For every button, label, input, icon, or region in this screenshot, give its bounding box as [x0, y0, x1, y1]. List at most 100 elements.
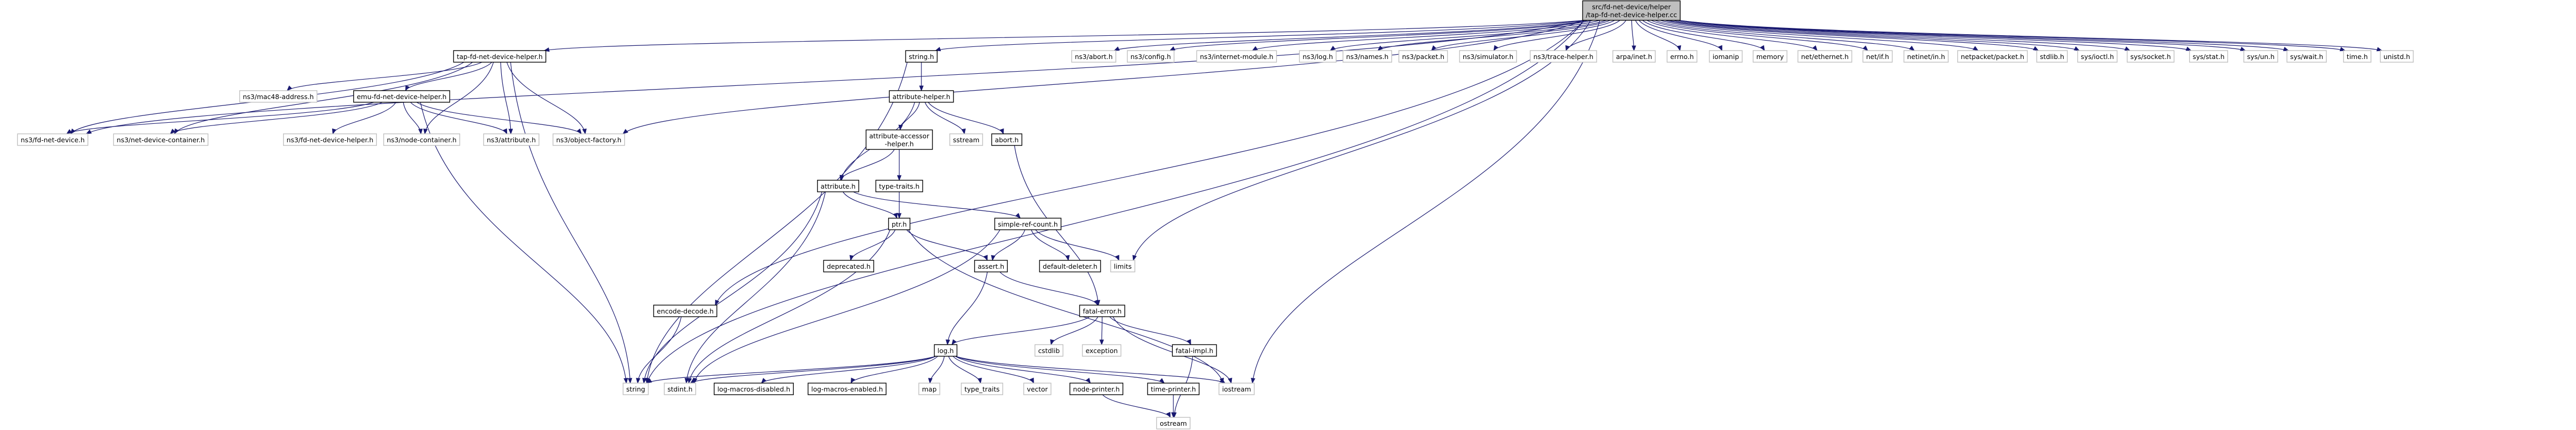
node-label: ns3/trace-helper.h [1533, 53, 1593, 61]
edge-root-to-encdec [715, 20, 1585, 306]
node-box [949, 133, 983, 146]
node-fatalerr[interactable]: fatal-error.h [1079, 305, 1125, 317]
node-box [383, 133, 460, 146]
node-box [453, 50, 547, 63]
node-tap_h[interactable]: tap-fd-net-device-helper.h [453, 50, 547, 63]
edge-root-to-arpa [1631, 20, 1636, 52]
node-box [1612, 50, 1656, 63]
node-label: ptr.h [892, 220, 907, 228]
node-label: fatal-error.h [1083, 307, 1122, 315]
node-log_h[interactable]: log.h [934, 344, 958, 357]
edge-log_h-to-map [928, 356, 945, 384]
node-deprecated[interactable]: deprecated.h [823, 260, 874, 272]
node-box [1023, 383, 1052, 395]
edge-ptr_h-to-assert_h [906, 229, 988, 261]
edge-root-to-netif [1651, 19, 1869, 51]
edge-assert_h-to-fatalerr [999, 271, 1099, 306]
node-string_h[interactable]: string.h [905, 50, 938, 63]
node-label: sys/stat.h [2193, 53, 2225, 61]
node-limits: limits [1110, 260, 1135, 272]
node-typetraits_h[interactable]: type-traits.h [875, 180, 924, 192]
node-label: ns3/config.h [1131, 53, 1171, 61]
node-label: stdint.h [667, 385, 693, 393]
node-label: memory [1756, 53, 1784, 61]
edge-attribute_h-to-ptr_h [842, 191, 898, 219]
node-box [1126, 50, 1175, 63]
node-label: assert.h [978, 262, 1004, 270]
edge-emu_h-to-string [420, 102, 628, 384]
node-logdis[interactable]: log-macros-disabled.h [714, 383, 794, 395]
node-box [2189, 50, 2228, 63]
edge-nodeprinter-to-ostream [1102, 394, 1171, 418]
node-abort_h[interactable]: abort.h [991, 133, 1023, 146]
edge-root-to-stat [1677, 19, 2192, 51]
node-attraccess[interactable]: attribute-accessor-helper.h [866, 129, 933, 150]
edge-fatalerr-to-exception [1099, 316, 1104, 346]
edge-log_h-to-iostream [955, 356, 1226, 384]
edge-root-to-string_h [935, 19, 1585, 52]
node-box [905, 50, 938, 63]
node-emu_h[interactable]: emu-fd-net-device-helper.h [353, 90, 450, 103]
node-label: sys/ioctl.h [2081, 53, 2114, 61]
node-timeprinter[interactable]: time-printer.h [1147, 383, 1200, 395]
node-box [875, 180, 924, 192]
node-box [823, 260, 874, 272]
edge-string_h-to-attrhelper [919, 62, 924, 92]
node-box [283, 133, 377, 146]
node-root[interactable]: src/fd-net-device/helper/tap-fd-net-devi… [1582, 0, 1681, 21]
edge-emu_h-to-attr_ns3 [410, 102, 508, 135]
node-box [808, 383, 887, 395]
node-box [960, 383, 1004, 395]
edge-log_h-to-typetraits [948, 356, 982, 384]
node-packet: ns3/packet.h [1398, 50, 1448, 63]
node-stdlib: stdlib.h [2036, 50, 2068, 63]
node-box [1903, 50, 1949, 63]
node-nodeprinter[interactable]: node-printer.h [1069, 383, 1124, 395]
node-label: sys/un.h [2247, 53, 2274, 61]
node-attrhelper[interactable]: attribute-helper.h [889, 90, 954, 103]
node-label: ns3/names.h [1346, 53, 1388, 61]
node-label: deprecated.h [827, 262, 870, 270]
node-label: netinet/in.h [1907, 53, 1945, 61]
node-srefcount[interactable]: simple-ref-count.h [994, 218, 1062, 230]
node-box [1299, 50, 1337, 63]
node-logen[interactable]: log-macros-enabled.h [808, 383, 887, 395]
node-label: log.h [938, 347, 954, 355]
node-label: fatal-impl.h [1175, 347, 1213, 355]
node-box [1110, 260, 1135, 272]
node-label: type-traits.h [879, 182, 920, 190]
node-box [1039, 260, 1101, 272]
node-box [1957, 50, 2028, 63]
node-box [1530, 50, 1597, 63]
node-box [1156, 417, 1191, 429]
edge-attrhelper-to-sstream [925, 102, 966, 135]
node-assert_h[interactable]: assert.h [974, 260, 1008, 272]
node-exception: exception [1082, 344, 1122, 357]
node-label: errno.h [1670, 53, 1694, 61]
node-defdel[interactable]: default-deleter.h [1039, 260, 1101, 272]
node-box [17, 133, 89, 146]
node-label: src/fd-net-device/helper [1592, 3, 1671, 11]
edge-attrhelper-to-abort_h [928, 102, 1004, 135]
node-box [1398, 50, 1448, 63]
edge-srefcount-to-assert_h [991, 229, 1025, 261]
node-ptr_h[interactable]: ptr.h [888, 218, 911, 230]
node-box [353, 90, 450, 103]
node-box [664, 383, 696, 395]
edge-root-to-ioctl [1668, 19, 2080, 51]
node-label: ns3/internet-module.h [1200, 53, 1273, 61]
node-label: arpa/inet.h [1616, 53, 1652, 61]
node-encdec[interactable]: encode-decode.h [653, 305, 717, 317]
edge-emu_h-to-objfact [416, 102, 582, 135]
edge-log_h-to-vector [952, 356, 1034, 384]
node-attribute_h[interactable]: attribute.h [817, 180, 859, 192]
node-fatalimpl[interactable]: fatal-impl.h [1172, 344, 1217, 357]
edge-root-to-netpacket [1660, 19, 1979, 51]
node-box [888, 218, 911, 230]
node-string: string [623, 383, 649, 395]
node-label: ns3/simulator.h [1463, 53, 1513, 61]
node-mac48: ns3/mac48-address.h [239, 90, 318, 103]
node-ns3log: ns3/log.h [1299, 50, 1337, 63]
node-label: netpacket/packet.h [1961, 53, 2024, 61]
node-box [2343, 50, 2371, 63]
